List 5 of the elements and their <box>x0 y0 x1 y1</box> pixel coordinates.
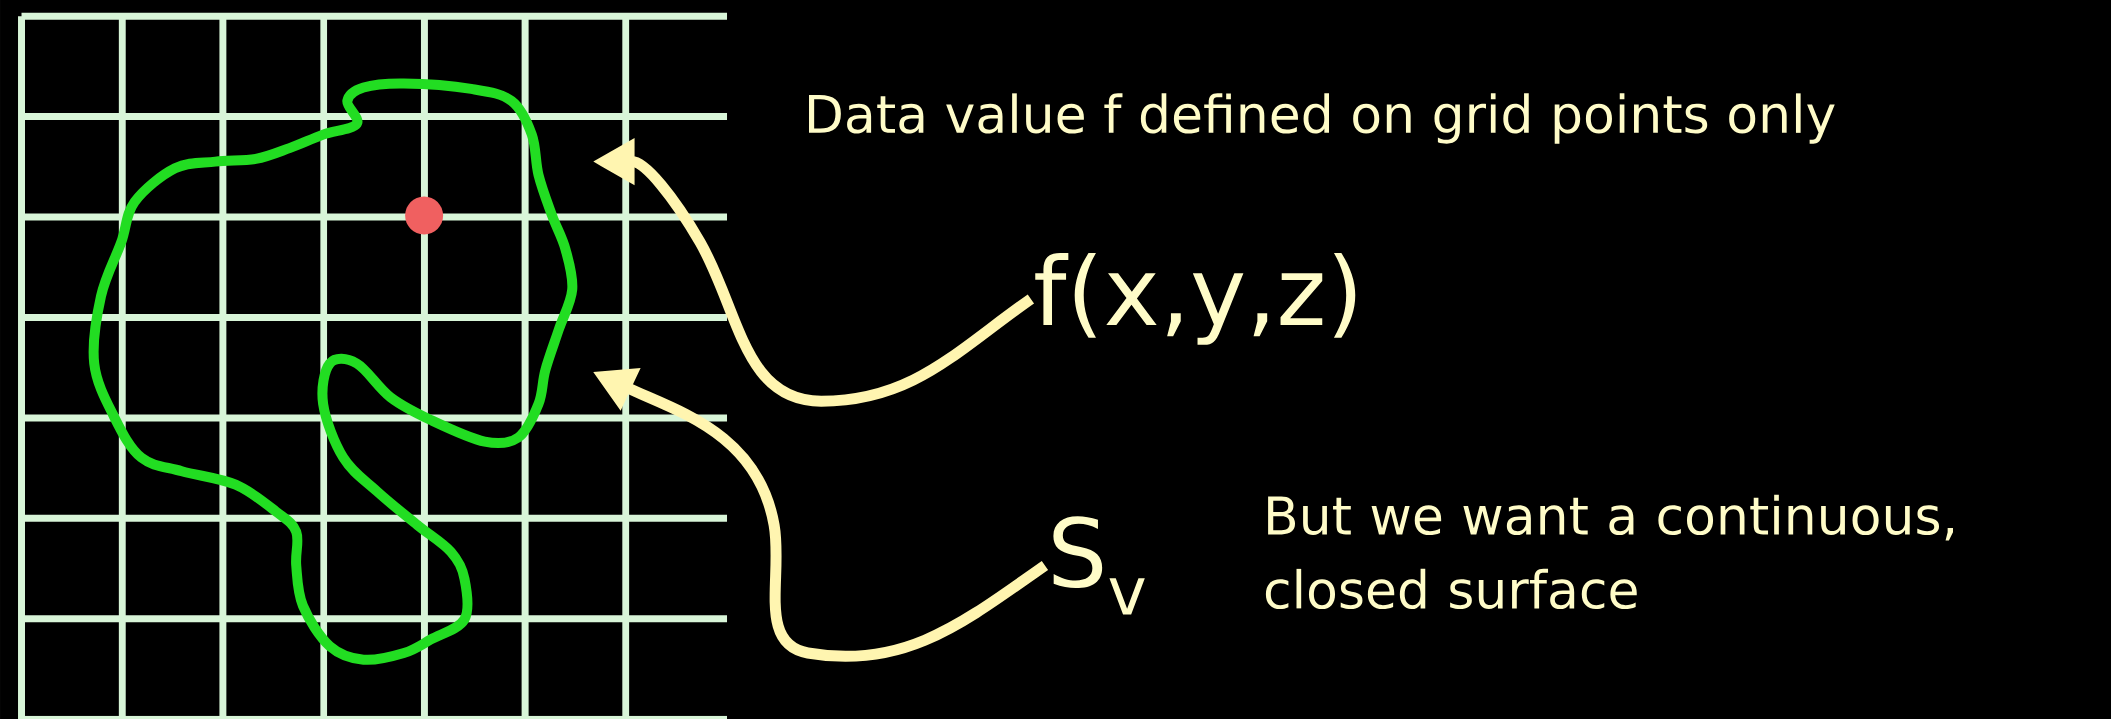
note-text: But we want a continuous, closed surface <box>1265 494 1953 610</box>
formula-text: f(x,y,z) <box>1035 252 1356 345</box>
closed-curve <box>88 78 578 665</box>
formula-text: S$_{v}$ <box>1053 516 1145 615</box>
note-text: Data value f defined on grid points only <box>809 93 1835 144</box>
